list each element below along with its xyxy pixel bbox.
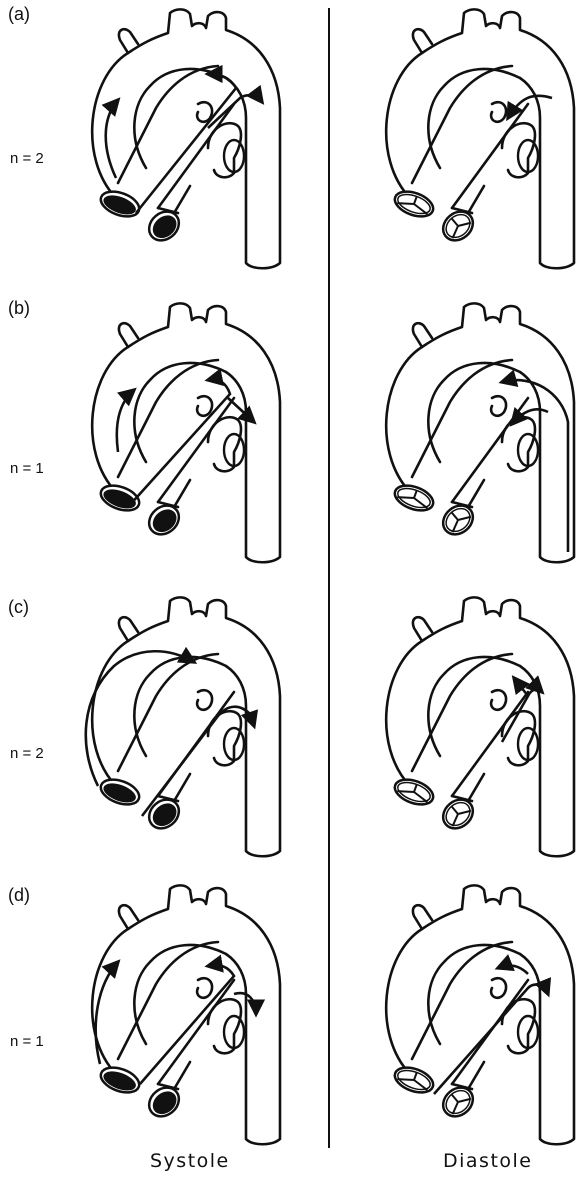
heart-diastole-b-flow-arrow-0 xyxy=(502,380,568,552)
column-label-diastole: Diastole xyxy=(443,1150,533,1172)
n-count-d: n = 1 xyxy=(10,1033,44,1050)
panel-label-c: (c) xyxy=(8,597,29,618)
heart-systole-a-flow-arrow-0 xyxy=(106,100,118,178)
heart-systole-b-flow-arrow-0 xyxy=(128,380,230,507)
heart-diastole-c xyxy=(386,597,574,856)
heart-diastole-d-flow-arrow-1 xyxy=(498,966,528,974)
heart-systole-a-valve-aortic xyxy=(97,187,142,221)
n-count-c: n = 2 xyxy=(10,745,44,762)
heart-systole-d xyxy=(92,885,280,1144)
heart-systole-b-flow-arrow-1 xyxy=(117,390,134,452)
column-divider xyxy=(328,8,330,1148)
heart-systole-c-flow-arrow-1 xyxy=(142,707,254,816)
heart-diastole-b-valve-aortic xyxy=(391,481,436,515)
panel-label-b: (b) xyxy=(8,298,30,319)
n-count-b: n = 1 xyxy=(10,460,44,477)
panel-label-a: (a) xyxy=(8,4,30,25)
n-count-a: n = 2 xyxy=(10,150,44,167)
heart-diastole-b xyxy=(386,303,574,562)
heart-diastole-d-valve-aortic xyxy=(391,1063,436,1097)
heart-systole-c-valve-aortic xyxy=(97,775,142,809)
heart-diastole-a xyxy=(386,9,574,268)
column-label-systole: Systole xyxy=(150,1150,230,1172)
heart-systole-a xyxy=(92,9,280,268)
heart-diastole-c-flow-arrow-1 xyxy=(514,678,528,696)
heart-systole-d-valve-aortic xyxy=(97,1063,142,1097)
heart-diastole-a-flow-arrow-0 xyxy=(508,96,552,118)
heart-diastole-a-valve-aortic xyxy=(391,187,436,221)
heart-systole-c xyxy=(86,597,280,856)
panel-label-d: (d) xyxy=(8,885,30,906)
heart-diastole-c-valve-aortic xyxy=(391,775,436,809)
heart-systole-b xyxy=(92,303,280,562)
heart-diastole-d xyxy=(386,885,574,1144)
